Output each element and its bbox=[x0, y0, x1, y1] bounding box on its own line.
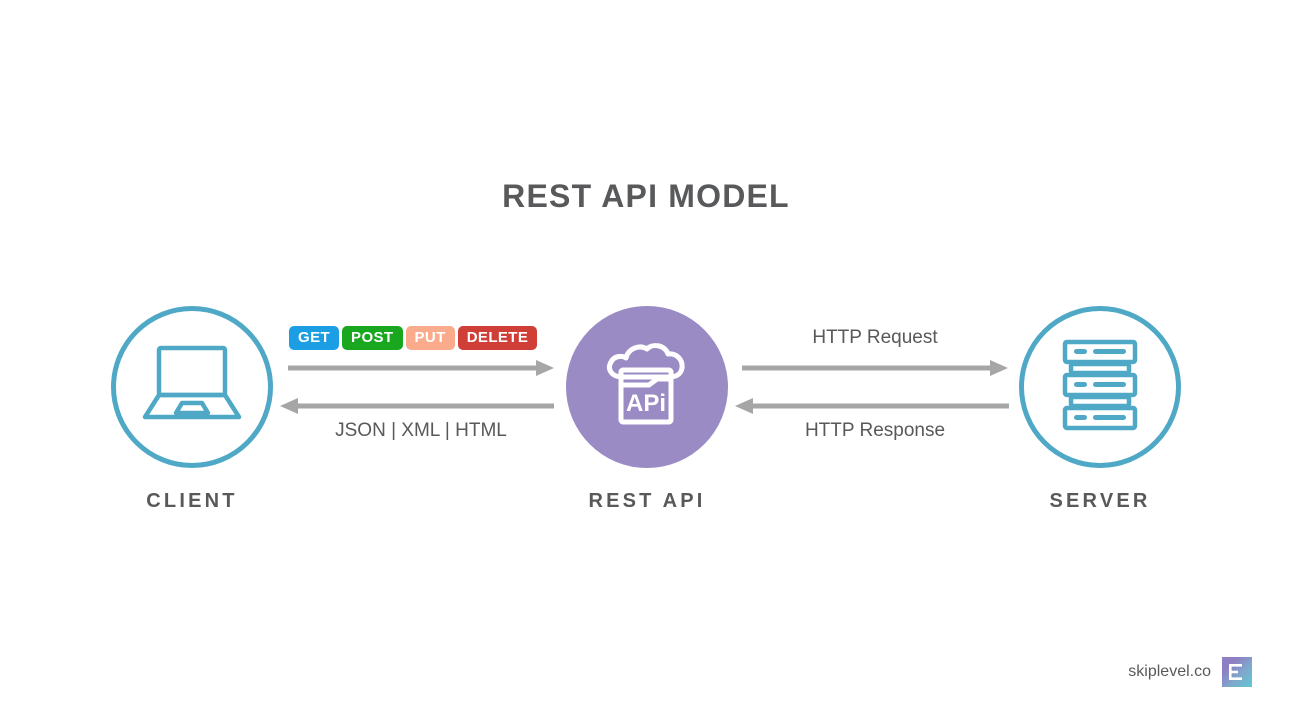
svg-text:APi: APi bbox=[626, 390, 666, 417]
server-label: SERVER bbox=[1049, 490, 1151, 512]
node-server: SERVER bbox=[990, 306, 1210, 513]
badge-delete[interactable]: DELETE bbox=[457, 326, 538, 350]
label-json-xml-html: JSON | XML | HTML bbox=[335, 420, 507, 441]
http-method-badges: GET POST PUT DELETE bbox=[289, 326, 538, 350]
node-client: CLIENT bbox=[82, 306, 302, 513]
restapi-label: REST API bbox=[588, 490, 706, 512]
footer-logo-text: skiplevel.co bbox=[1128, 663, 1211, 680]
badge-get[interactable]: GET bbox=[289, 326, 340, 350]
label-http-request: HTTP Request bbox=[812, 327, 938, 348]
restapi-circle: APi bbox=[566, 306, 728, 468]
footer-logo[interactable]: skiplevel.co bbox=[1128, 657, 1252, 687]
server-circle bbox=[1019, 306, 1181, 468]
skiplevel-logo-icon bbox=[1222, 657, 1252, 687]
arrow-server-to-api bbox=[735, 398, 1009, 419]
client-circle bbox=[111, 306, 273, 468]
arrow-api-to-server bbox=[742, 360, 1008, 381]
page-title: REST API MODEL bbox=[502, 178, 790, 214]
api-mug-icon: APi bbox=[599, 337, 695, 438]
label-http-response: HTTP Response bbox=[804, 420, 946, 441]
arrow-api-to-client bbox=[280, 398, 554, 419]
node-restapi: APi REST API bbox=[537, 306, 757, 513]
arrow-client-to-api bbox=[288, 360, 554, 381]
laptop-icon bbox=[140, 343, 244, 432]
server-rack-icon bbox=[1057, 338, 1143, 437]
badge-put[interactable]: PUT bbox=[405, 326, 455, 350]
badge-post[interactable]: POST bbox=[342, 326, 403, 350]
client-label: CLIENT bbox=[146, 490, 238, 512]
